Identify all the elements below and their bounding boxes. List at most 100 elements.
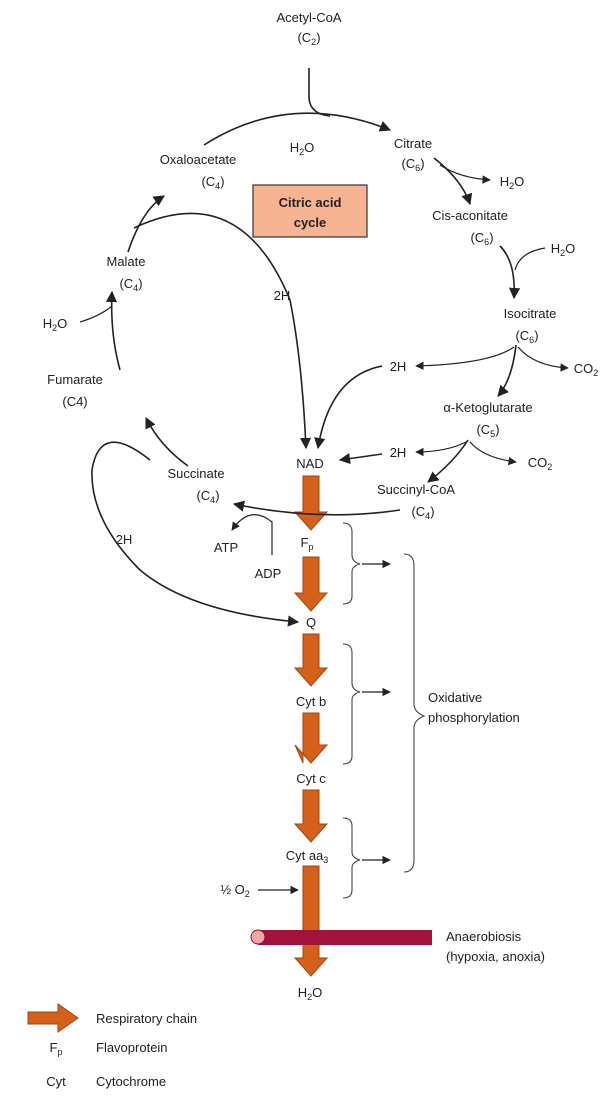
arrow-isocitrate-akg xyxy=(497,344,517,397)
anaerobiosis-label-line1: Anaerobiosis xyxy=(446,929,522,944)
arrow-akg-succinylcoa xyxy=(427,439,469,483)
metabolite-name: Oxaloacetate xyxy=(160,152,237,167)
chain-nad-label: NAD xyxy=(296,456,323,471)
metabolite-succinyl-coa: Succinyl-CoA (C4) xyxy=(377,482,455,521)
metabolite-isocitrate: Isocitrate (C6) xyxy=(504,306,557,345)
chain-arrow-cytc-cytaa3 xyxy=(293,789,329,843)
metabolite-alpha-ketoglutarate: α-Ketoglutarate (C5) xyxy=(443,400,532,439)
arrow-succinate-2h-q xyxy=(91,441,300,627)
metabolite-acetyl-coa: Acetyl-CoA (C2) xyxy=(276,10,341,47)
arrow-akg-co2 xyxy=(469,441,517,466)
chain-o2-label: ½ O2 xyxy=(220,882,250,899)
legend-respiratory-chain-label: Respiratory chain xyxy=(96,1011,197,1026)
chain-arrow-cytaa3-h2o xyxy=(293,865,329,977)
metabolite-cis-aconitate: Cis-aconitate (C6) xyxy=(432,208,508,247)
two-h-label-malate: 2H xyxy=(274,288,291,303)
cycle-title-line2: cycle xyxy=(294,215,327,230)
arrow-malate-2h-nad xyxy=(133,212,312,450)
adp-label: ADP xyxy=(255,566,282,581)
metabolite-name: α-Ketoglutarate xyxy=(443,400,532,415)
legend-fp-meaning: Flavoprotein xyxy=(96,1040,168,1055)
chain-arrow-nad-fp xyxy=(293,475,329,531)
chain-fp-label: Fp xyxy=(301,535,314,552)
metabolite-name: Citrate xyxy=(394,136,432,151)
arrow-succinate-fumarate xyxy=(145,416,189,467)
legend-respiratory-chain-arrow-icon xyxy=(27,1003,79,1033)
metabolite-name: Succinate xyxy=(167,466,224,481)
brace-oxidative-big xyxy=(403,553,426,873)
metabolite-oxaloacetate: Oxaloacetate (C4) xyxy=(160,152,237,191)
chain-arrow-fp-q xyxy=(293,556,329,612)
metabolite-name: Cis-aconitate xyxy=(432,208,508,223)
arrow-isocitrate-2h xyxy=(415,346,515,370)
brace-fp xyxy=(342,522,361,605)
water-label-aconitase-out: H2O xyxy=(500,174,525,191)
cycle-title-line1: Citric acid xyxy=(279,195,342,210)
carbon-count: (C2) xyxy=(297,30,320,47)
arrow-akg-2h xyxy=(415,441,467,457)
two-h-label-isocitrate: 2H xyxy=(390,359,407,374)
metabolite-name: Acetyl-CoA xyxy=(276,10,341,25)
water-label-aconitase-in: H2O xyxy=(551,241,576,258)
anaerobiosis-label-line2: (hypoxia, anoxia) xyxy=(446,949,545,964)
carbon-count: (C4) xyxy=(196,488,219,505)
water-label-citrate: H2O xyxy=(290,140,315,157)
carbon-count: (C6) xyxy=(515,328,538,345)
metabolite-malate: Malate (C4) xyxy=(106,254,145,293)
legend-fp-symbol: Fp xyxy=(50,1040,63,1057)
arrow-malate-oxaloacetate xyxy=(127,195,165,253)
arrow-cisaconitate-isocitrate xyxy=(499,245,521,300)
chain-arrow-cytb-cytc xyxy=(294,712,329,764)
carbon-count: (C5) xyxy=(476,422,499,439)
arrow-akg-2h-nad xyxy=(338,453,383,465)
brace-cytb xyxy=(342,643,361,765)
chain-h2o-out-label: H2O xyxy=(298,985,323,1002)
carbon-count: (C4) xyxy=(119,276,142,293)
oxidative-braces xyxy=(342,522,426,899)
legend-cyt-symbol: Cyt xyxy=(46,1074,66,1089)
atp-label: ATP xyxy=(214,540,238,555)
metabolite-citrate: Citrate (C6) xyxy=(394,136,432,173)
metabolite-name: Isocitrate xyxy=(504,306,557,321)
two-h-label-succinate: 2H xyxy=(116,532,133,547)
arrow-h2o-in-malate xyxy=(79,305,113,323)
anaerobiosis-block-dot xyxy=(250,929,266,945)
arrow-succinylcoa-succinate xyxy=(232,500,401,516)
metabolite-succinate: Succinate (C4) xyxy=(167,466,224,505)
arrow-fumarate-malate xyxy=(105,290,121,371)
arrow-oxaloacetate-citrate xyxy=(203,112,392,146)
cycle-title-box xyxy=(252,184,368,238)
water-label-fumarase: H2O xyxy=(43,316,68,333)
arrow-citrate-h2o xyxy=(439,164,491,184)
chain-cytc-label: Cyt c xyxy=(296,771,326,786)
two-h-label-akg: 2H xyxy=(390,445,407,460)
carbon-count: (C4) xyxy=(411,504,434,521)
chain-q-label: Q xyxy=(306,615,316,630)
cycle-arrows xyxy=(79,68,569,895)
chain-cytb-label: Cyt b xyxy=(296,694,326,709)
anaerobiosis-block-bar xyxy=(258,930,432,945)
arrow-isocitrate-co2 xyxy=(517,346,569,372)
co2-label-isocitrate: CO2 xyxy=(574,361,599,378)
arrow-acetylcoa-in xyxy=(308,68,331,117)
co2-label-akg: CO2 xyxy=(528,455,553,472)
carbon-count: (C6) xyxy=(401,156,424,173)
chain-arrow-q-cytb xyxy=(293,633,329,687)
legend: Respiratory chain Fp Flavoprotein Cyt Cy… xyxy=(27,1003,197,1089)
arrow-h2o-in-isocitrate xyxy=(514,247,546,271)
metabolite-fumarate: Fumarate (C4) xyxy=(47,372,103,409)
metabolite-name: Malate xyxy=(106,254,145,269)
metabolite-name: Fumarate xyxy=(47,372,103,387)
arrow-citrate-cisaconitate xyxy=(433,157,473,206)
carbon-count: (C6) xyxy=(470,230,493,247)
oxidative-label-line2: phosphorylation xyxy=(428,710,520,725)
chain-cytaa3-label: Cyt aa3 xyxy=(286,848,329,865)
carbon-count: (C4) xyxy=(62,394,87,409)
carbon-count: (C4) xyxy=(201,174,224,191)
metabolite-name: Succinyl-CoA xyxy=(377,482,455,497)
oxidative-label-line1: Oxidative xyxy=(428,690,482,705)
arrow-adp-atp xyxy=(231,514,273,555)
respiratory-chain-arrows xyxy=(293,475,329,977)
brace-cytaa3 xyxy=(342,817,361,899)
